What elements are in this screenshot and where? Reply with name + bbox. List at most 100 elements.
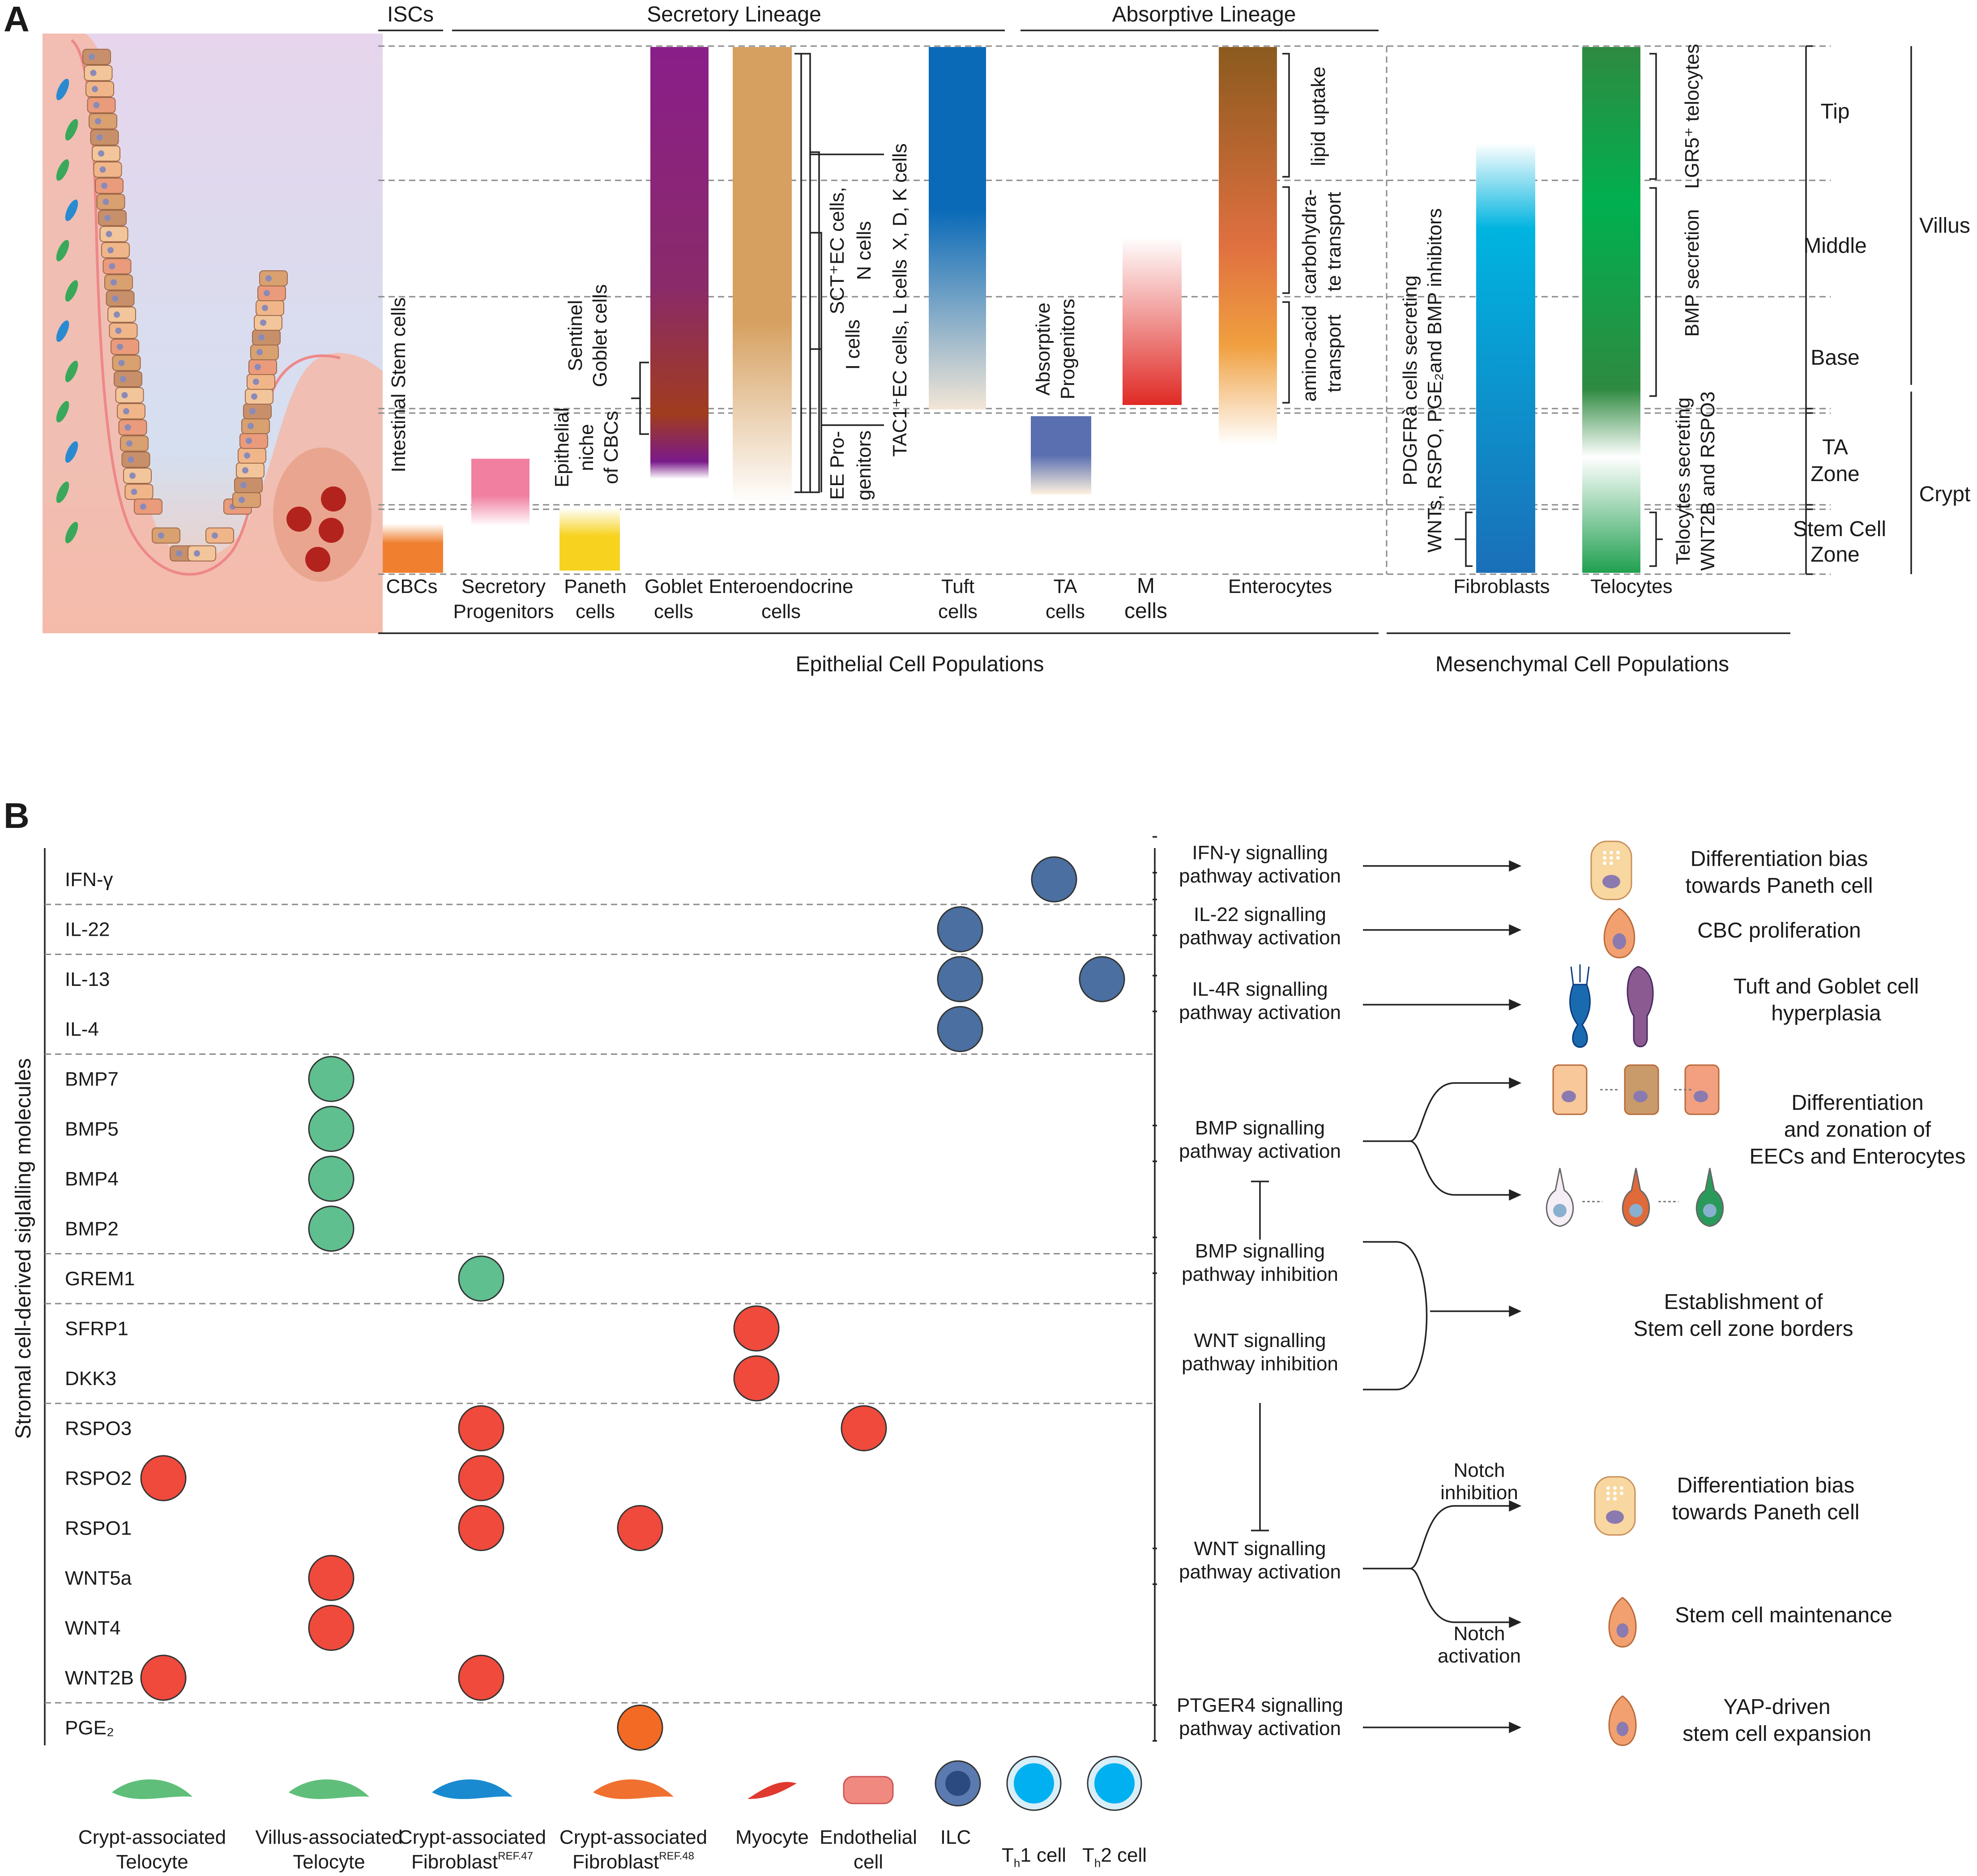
molecule-5: BMP5 — [65, 1118, 119, 1140]
region-crypt: Crypt — [1919, 482, 1971, 506]
ent-amino2: transport — [1323, 315, 1345, 392]
bar-goblet — [650, 47, 709, 479]
molecule-14: WNT5a — [65, 1567, 132, 1589]
paneth-cell-icon-2-nucleus — [1606, 1510, 1624, 1524]
yap-stem-cell-icon-nucleus — [1616, 1722, 1629, 1736]
zone-ta: TA — [1822, 435, 1848, 459]
molecule-10: DKK3 — [65, 1368, 116, 1390]
bar-paneth — [559, 508, 620, 571]
dot-8-2 — [458, 1255, 504, 1302]
molecule-9: SFRP1 — [65, 1318, 128, 1340]
celltype-label2-2: FibroblastREF.47 — [411, 1850, 533, 1873]
outcome-cell-icons — [1546, 840, 1724, 1746]
zone-base: Base — [1810, 346, 1859, 370]
celltype-label-8: Th2 cell — [1082, 1844, 1147, 1870]
bar-cbc — [383, 524, 443, 573]
enterocyte-stage-icon-0-nucleus — [1562, 1091, 1576, 1102]
dot-17-3 — [617, 1705, 663, 1751]
cbc-cell-icon — [1603, 908, 1635, 959]
celltype-label2-0: Telocyte — [116, 1851, 188, 1873]
eec-label-sct: SCT⁺EC cells, — [826, 187, 848, 315]
dot-2-8 — [1079, 956, 1125, 1002]
enterocyte-stage-icon-0 — [1552, 1064, 1588, 1115]
label-m-0: M — [1137, 574, 1155, 598]
molecule-15: WNT4 — [65, 1617, 121, 1639]
pathway-0-b: pathway activation — [1179, 865, 1341, 887]
bar-secprog — [471, 459, 529, 526]
label-goblet-1: cells — [654, 601, 693, 622]
celltype-label-4: Myocyte — [735, 1826, 809, 1848]
stem-cell-icon-nucleus — [1616, 1623, 1629, 1638]
eec-label-ee1: EE Pro- — [826, 431, 848, 500]
outcome-0-0: Differentiation bias — [1691, 847, 1868, 871]
label-goblet-0: Goblet — [645, 576, 703, 597]
paneth-cell-icon-2-granule — [1620, 1486, 1623, 1490]
telo-sec2: WNT2B and RSPO3 — [1697, 391, 1719, 571]
zone-middle: Middle — [1803, 234, 1866, 258]
top-label-ta-1: Progenitors — [1057, 298, 1079, 399]
molecule-3: IL-4 — [65, 1019, 99, 1040]
dot-14-1 — [308, 1555, 354, 1601]
outcome-6-0: Stem cell maintenance — [1675, 1603, 1892, 1627]
paneth-cell-icon-granule — [1610, 861, 1613, 865]
ent-carb1: carbohydra- — [1298, 189, 1320, 294]
top-label-cbc-0: Intestinal Stem cells — [388, 297, 410, 472]
zone-tip: Tip — [1821, 100, 1850, 124]
paneth-cell-icon-2-granule — [1606, 1486, 1610, 1490]
top-label-paneth-2: of CBCs — [600, 411, 622, 484]
pathway-1-a: IL-22 signalling — [1194, 904, 1326, 925]
bar-fib — [1476, 143, 1535, 573]
dot-13-3 — [617, 1505, 663, 1551]
dot-1-6 — [937, 906, 983, 952]
enterocyte-stage-icon-1-nucleus — [1633, 1091, 1648, 1102]
th1-icon-nucleus — [1014, 1763, 1054, 1804]
mesenchymal-populations-label: Mesenchymal Cell Populations — [1435, 652, 1729, 676]
dot-7-1 — [308, 1206, 354, 1252]
yap-stem-cell-icon — [1608, 1695, 1637, 1746]
paneth-cell-icon — [1590, 840, 1632, 900]
label-ent-0: Enterocytes — [1228, 576, 1332, 597]
paneth-cell-icon-nucleus — [1602, 875, 1620, 888]
fib-text-2: WNTs, RSPO, PGE₂and BMP inhibitors — [1424, 208, 1446, 552]
molecule-0: IFN-γ — [65, 869, 113, 891]
celltype-label-5: Endothelial — [820, 1826, 917, 1848]
telo-lgr5: LGR5⁺ telocytes — [1681, 44, 1703, 189]
bar-tuft — [929, 47, 986, 409]
outcome-7-0: YAP-driven — [1723, 1695, 1830, 1719]
dot-12-2 — [458, 1455, 504, 1501]
paneth-cell-icon-granule — [1603, 856, 1606, 860]
outcome-2-1: hyperplasia — [1771, 1002, 1881, 1025]
dot-3-6 — [937, 1006, 983, 1052]
pathway-5-b: pathway inhibition — [1182, 1353, 1338, 1375]
y-axis-title: Stromal cell-derived siglalling molecule… — [12, 1058, 35, 1439]
header-iscs: ISCs — [387, 3, 434, 26]
header-absorptive: Absorptive Lineage — [1112, 3, 1296, 26]
dot-6-1 — [308, 1155, 354, 1202]
outcome-2-0: Tuft and Goblet cell — [1734, 975, 1919, 998]
outcome-3-2: EECs and Enterocytes — [1750, 1145, 1966, 1168]
eec-stage-icon-0 — [1546, 1168, 1574, 1227]
molecule-12: RSPO2 — [65, 1467, 132, 1489]
bar-ent — [1219, 47, 1277, 445]
top-label-goblet-0: Sentinel — [564, 300, 586, 371]
dot-0-7 — [1031, 856, 1077, 903]
eec-label-i: I cells — [842, 320, 864, 370]
villus-telocyte-icon — [289, 1779, 369, 1799]
outcome-4-1: Stem cell zone borders — [1634, 1317, 1853, 1341]
zone-stem-2: Zone — [1810, 543, 1859, 567]
paneth-cell-icon-granule — [1610, 856, 1613, 860]
notch-inh-a: Notch — [1454, 1459, 1505, 1481]
celltype-label2-5: cell — [854, 1851, 883, 1873]
molecule-8: GREM1 — [65, 1268, 135, 1290]
label-paneth-0: Paneth — [564, 576, 626, 597]
pathway-5-a: WNT signalling — [1194, 1330, 1326, 1352]
label-tuft-1: cells — [938, 601, 978, 622]
pathway-7-b: pathway activation — [1179, 1718, 1341, 1740]
molecule-17: PGE₂ — [65, 1717, 114, 1739]
dot-16-2 — [458, 1654, 504, 1701]
label-fib-0: Fibroblasts — [1453, 576, 1550, 597]
zone-ta-2: Zone — [1810, 462, 1859, 486]
bar-ta — [1031, 416, 1091, 495]
